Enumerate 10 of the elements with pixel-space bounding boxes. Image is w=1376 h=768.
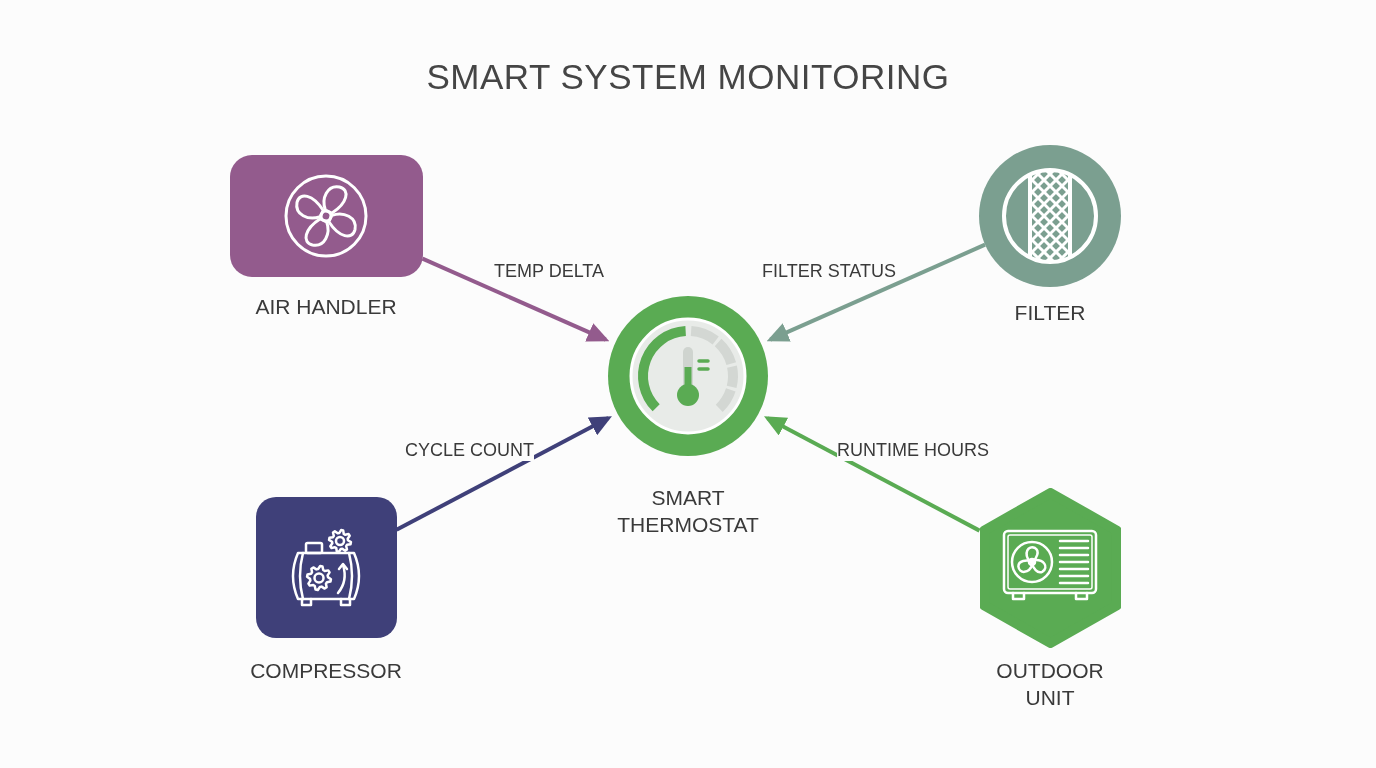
arrow <box>395 416 612 532</box>
arrow <box>766 242 986 342</box>
node-label: COMPRESSOR <box>250 657 402 684</box>
diagram-title: SMART SYSTEM MONITORING <box>426 56 950 98</box>
node-label: AIR HANDLER <box>255 294 397 320</box>
arrow <box>421 256 610 342</box>
node-label: SMART THERMOSTAT <box>616 485 760 538</box>
arrow <box>764 416 981 533</box>
node-label: FILTER <box>1014 300 1086 326</box>
node-label: OUTDOOR UNIT <box>995 658 1105 711</box>
